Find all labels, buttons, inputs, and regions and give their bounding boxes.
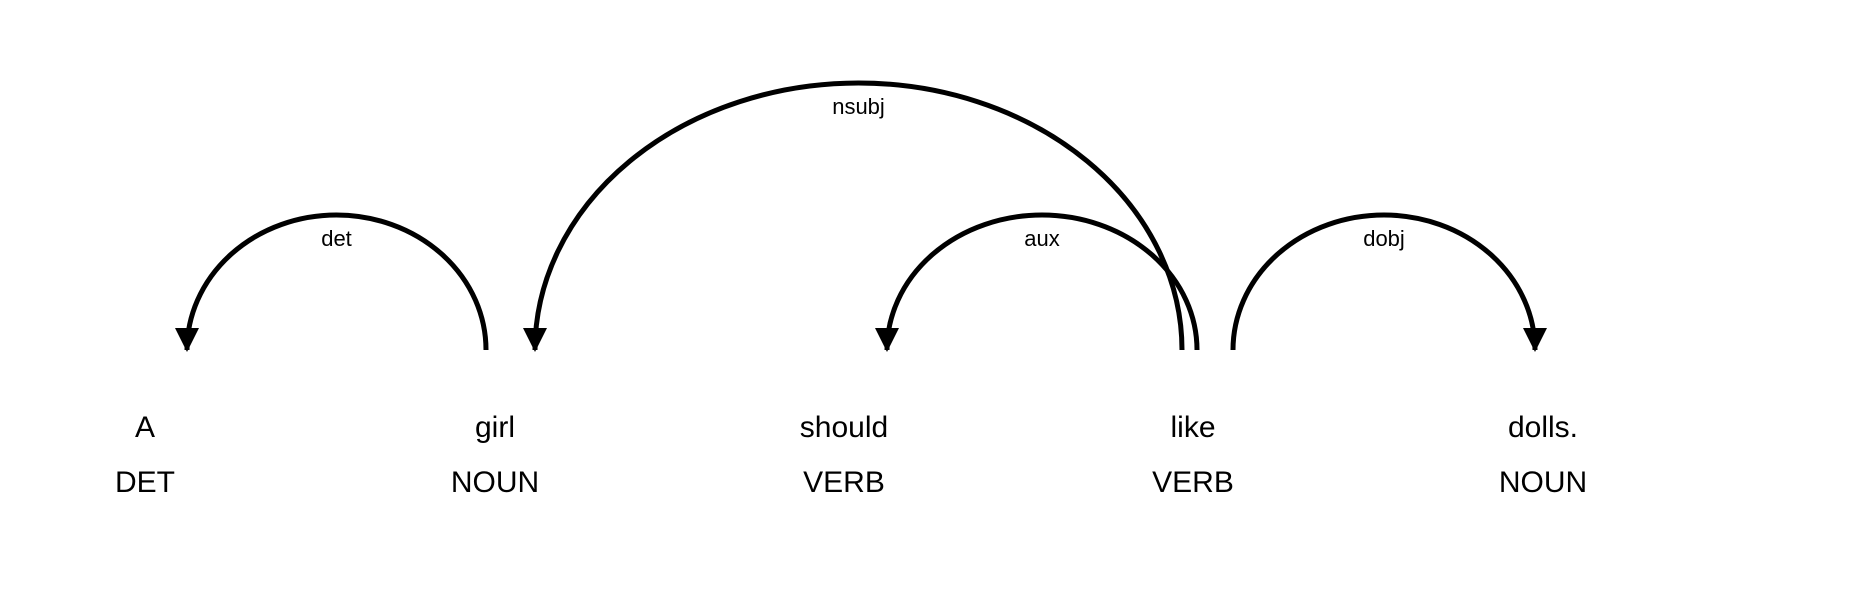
- token-word: dolls.: [1508, 411, 1578, 444]
- token-like: like VERB: [1152, 411, 1234, 499]
- token-pos-tag: VERB: [803, 466, 885, 499]
- token-dolls: dolls. NOUN: [1499, 411, 1587, 499]
- token-girl: girl NOUN: [451, 411, 539, 499]
- token-pos-tag: DET: [115, 466, 175, 499]
- arc-nsubj-arrowhead-icon: [523, 328, 547, 352]
- arc-dobj: dobj: [1230, 212, 1547, 352]
- arc-nsubj: nsubj: [523, 80, 1185, 352]
- token-word: like: [1170, 411, 1215, 444]
- arc-aux-arrowhead-icon: [875, 328, 899, 352]
- token-pos-tag: VERB: [1152, 466, 1234, 499]
- token-a: A DET: [115, 411, 175, 499]
- token-should: should VERB: [800, 411, 888, 499]
- token-word: girl: [475, 411, 515, 444]
- token-word: should: [800, 411, 888, 444]
- tokens: A DET girl NOUN should VERB like VERB do…: [115, 411, 1587, 499]
- arc-det-arrowhead-icon: [175, 328, 199, 352]
- token-pos-tag: NOUN: [451, 466, 539, 499]
- arc-det: det: [175, 212, 489, 352]
- arc-aux: aux: [875, 212, 1200, 352]
- arc-nsubj-path: [532, 80, 1185, 351]
- arc-det-path: [184, 212, 489, 351]
- arc-det-label: det: [321, 226, 352, 251]
- dependency-arcs: det nsubj aux dobj: [175, 80, 1547, 352]
- arc-dobj-path: [1230, 212, 1538, 351]
- arc-aux-label: aux: [1024, 226, 1059, 251]
- token-word: A: [135, 411, 155, 444]
- arc-nsubj-label: nsubj: [832, 94, 885, 119]
- arc-dobj-label: dobj: [1363, 226, 1405, 251]
- arc-dobj-arrowhead-icon: [1523, 328, 1547, 352]
- token-pos-tag: NOUN: [1499, 466, 1587, 499]
- arc-aux-path: [884, 212, 1200, 351]
